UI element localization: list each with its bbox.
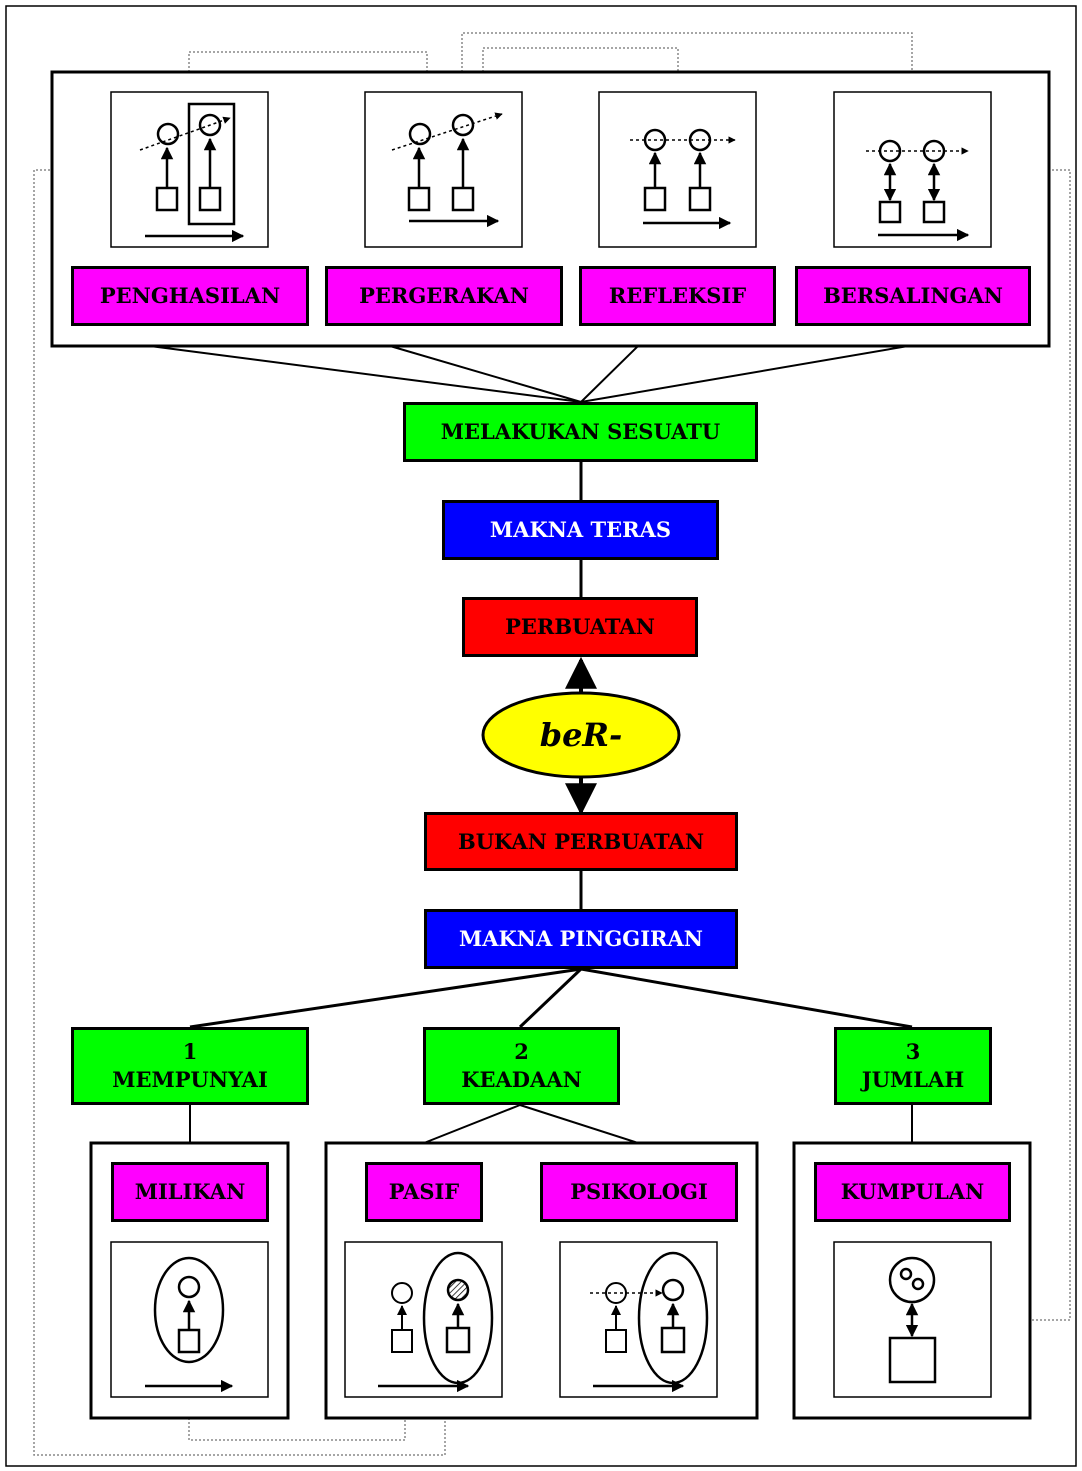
sub-psikologi-label: PSIKOLOGI bbox=[540, 1162, 738, 1222]
pergerakan-icon bbox=[364, 91, 523, 248]
ber-prefix-label: beR- bbox=[539, 716, 623, 754]
perbuatan-box: PERBUATAN bbox=[462, 597, 698, 657]
sub-milikan-label: MILIKAN bbox=[111, 1162, 269, 1222]
makna-pinggiran-box: MAKNA PINGGIRAN bbox=[424, 909, 738, 969]
bottom-fan-lines bbox=[189, 967, 913, 1029]
top-fan-lines bbox=[149, 345, 909, 403]
bersalingan-icon bbox=[833, 91, 992, 248]
makna-teras-box: MAKNA TERAS bbox=[442, 500, 719, 560]
subtype-pergerakan-label: PERGERAKAN bbox=[325, 266, 563, 326]
outer-frame bbox=[5, 5, 1077, 1467]
sub-kumpulan-label: KUMPULAN bbox=[814, 1162, 1011, 1222]
melakukan-sesuatu-box: MELAKUKAN SESUATU bbox=[403, 402, 758, 462]
subtype-bersalingan-label: BERSALINGAN bbox=[795, 266, 1031, 326]
ber-ellipse bbox=[481, 691, 681, 779]
subtype-refleksif-label: REFLEKSIF bbox=[579, 266, 776, 326]
subtype-penghasilan-label: PENGHASILAN bbox=[71, 266, 309, 326]
bukan-perbuatan-box: BUKAN PERBUATAN bbox=[424, 812, 738, 871]
sub-pasif-label: PASIF bbox=[365, 1162, 483, 1222]
